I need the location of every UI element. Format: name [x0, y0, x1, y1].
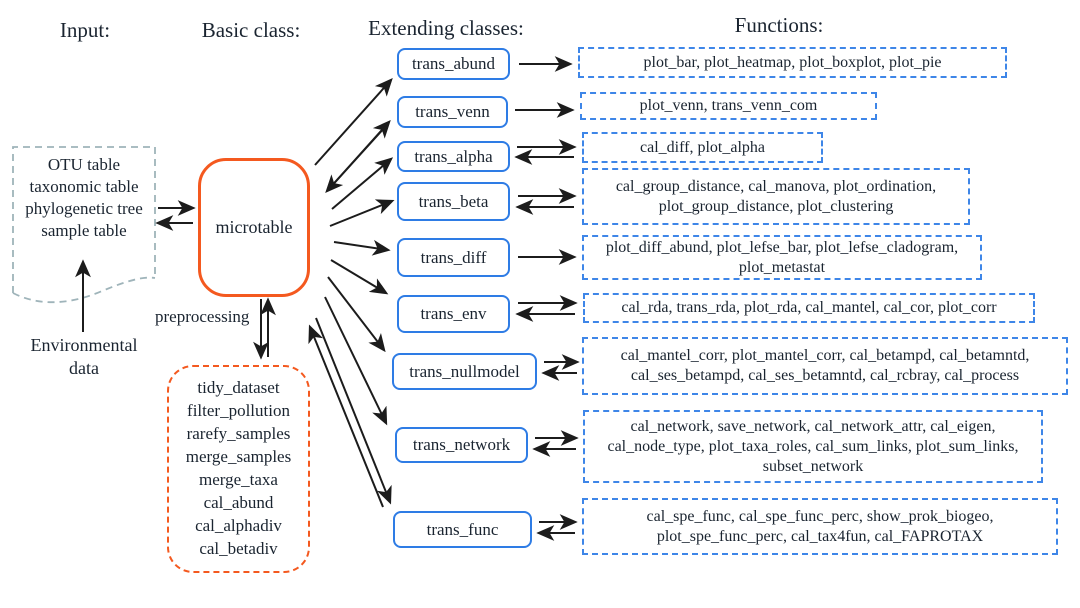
preprocessing-label: preprocessing: [155, 307, 250, 326]
function-list: cal_mantel_corr, plot_mantel_corr, cal_b…: [620, 347, 1030, 384]
function-box-trans-network: cal_network, save_network, cal_network_a…: [583, 410, 1043, 483]
function-list: cal_diff, plot_alpha: [640, 138, 765, 156]
header-basic-class: Basic class:: [201, 18, 301, 42]
class-box-trans-abund: trans_abund: [397, 48, 510, 80]
class-label: trans_nullmodel: [409, 361, 520, 381]
input-microtable-arrows: [155, 200, 196, 231]
preprocessing-fn: cal_betadiv: [199, 539, 278, 558]
function-list: plot_venn, trans_venn_com: [639, 97, 818, 114]
class-box-trans-alpha: trans_alpha: [397, 141, 510, 172]
function-box-trans-env: cal_rda, trans_rda, plot_rda, cal_mantel…: [583, 293, 1035, 323]
microtable-box: microtable: [198, 158, 310, 297]
class-box-trans-beta: trans_beta: [397, 182, 510, 221]
function-list: cal_group_distance, cal_manova, plot_ord…: [615, 177, 937, 215]
class-label: trans_beta: [418, 191, 489, 211]
class-label: trans_alpha: [414, 146, 493, 166]
function-list: cal_spe_func, cal_spe_func_perc, show_pr…: [646, 507, 994, 545]
function-box-trans-beta: cal_group_distance, cal_manova, plot_ord…: [582, 168, 970, 225]
header-functions: Functions:: [734, 13, 824, 37]
preprocessing-fn: merge_samples: [185, 447, 292, 466]
class-box-trans-venn: trans_venn: [397, 96, 508, 128]
function-box-trans-abund: plot_bar, plot_heatmap, plot_boxplot, pl…: [578, 47, 1007, 78]
function-list: plot_bar, plot_heatmap, plot_boxplot, pl…: [643, 53, 942, 71]
microtable-label: microtable: [215, 217, 293, 237]
header-input: Input:: [59, 18, 111, 42]
class-label: trans_func: [426, 519, 499, 539]
input-line: sample table: [41, 221, 127, 240]
input-line: OTU table: [47, 155, 121, 174]
class-box-trans-nullmodel: trans_nullmodel: [392, 353, 537, 390]
class-box-trans-network: trans_network: [395, 427, 528, 463]
environmental-data-label: Environmental data: [30, 335, 138, 378]
preprocessing-fn: merge_taxa: [199, 470, 278, 489]
class-label: trans_diff: [420, 247, 487, 267]
class-box-trans-env: trans_env: [397, 295, 510, 333]
function-box-trans-func: cal_spe_func, cal_spe_func_perc, show_pr…: [582, 498, 1058, 555]
preprocessing-fn: filter_pollution: [187, 401, 290, 420]
class-function-arrows: [514, 56, 580, 541]
preprocessing-fn: rarefy_samples: [186, 424, 291, 443]
function-list: cal_rda, trans_rda, plot_rda, cal_mantel…: [621, 299, 997, 316]
class-box-trans-diff: trans_diff: [397, 238, 510, 277]
class-label: trans_abund: [411, 54, 496, 73]
preprocessing-fn: cal_alphadiv: [195, 516, 282, 535]
preprocessing-arrows: [253, 297, 276, 360]
header-extending-classes: Extending classes:: [368, 16, 524, 40]
class-label: trans_network: [412, 435, 511, 454]
input-line: phylogenetic tree: [25, 199, 143, 218]
function-box-trans-alpha: cal_diff, plot_alpha: [582, 132, 823, 163]
microtable-fan-arrows: [308, 77, 395, 508]
function-list: plot_diff_abund, plot_lefse_bar, plot_le…: [605, 238, 959, 276]
input-box: OTU table taxonomic table phylogenetic t…: [13, 154, 155, 242]
preprocessing-fn: tidy_dataset: [197, 378, 280, 397]
preprocessing-fn: cal_abund: [203, 493, 274, 512]
function-box-trans-nullmodel: cal_mantel_corr, plot_mantel_corr, cal_b…: [582, 337, 1068, 395]
class-label: trans_env: [420, 304, 487, 323]
function-box-trans-venn: plot_venn, trans_venn_com: [580, 92, 877, 120]
class-label: trans_venn: [415, 102, 490, 121]
function-list: cal_network, save_network, cal_network_a…: [607, 417, 1019, 475]
class-box-trans-func: trans_func: [393, 511, 532, 548]
input-line: taxonomic table: [29, 177, 139, 196]
preprocessing-box: tidy_dataset filter_pollution rarefy_sam…: [167, 365, 310, 573]
function-box-trans-diff: plot_diff_abund, plot_lefse_bar, plot_le…: [582, 235, 982, 280]
